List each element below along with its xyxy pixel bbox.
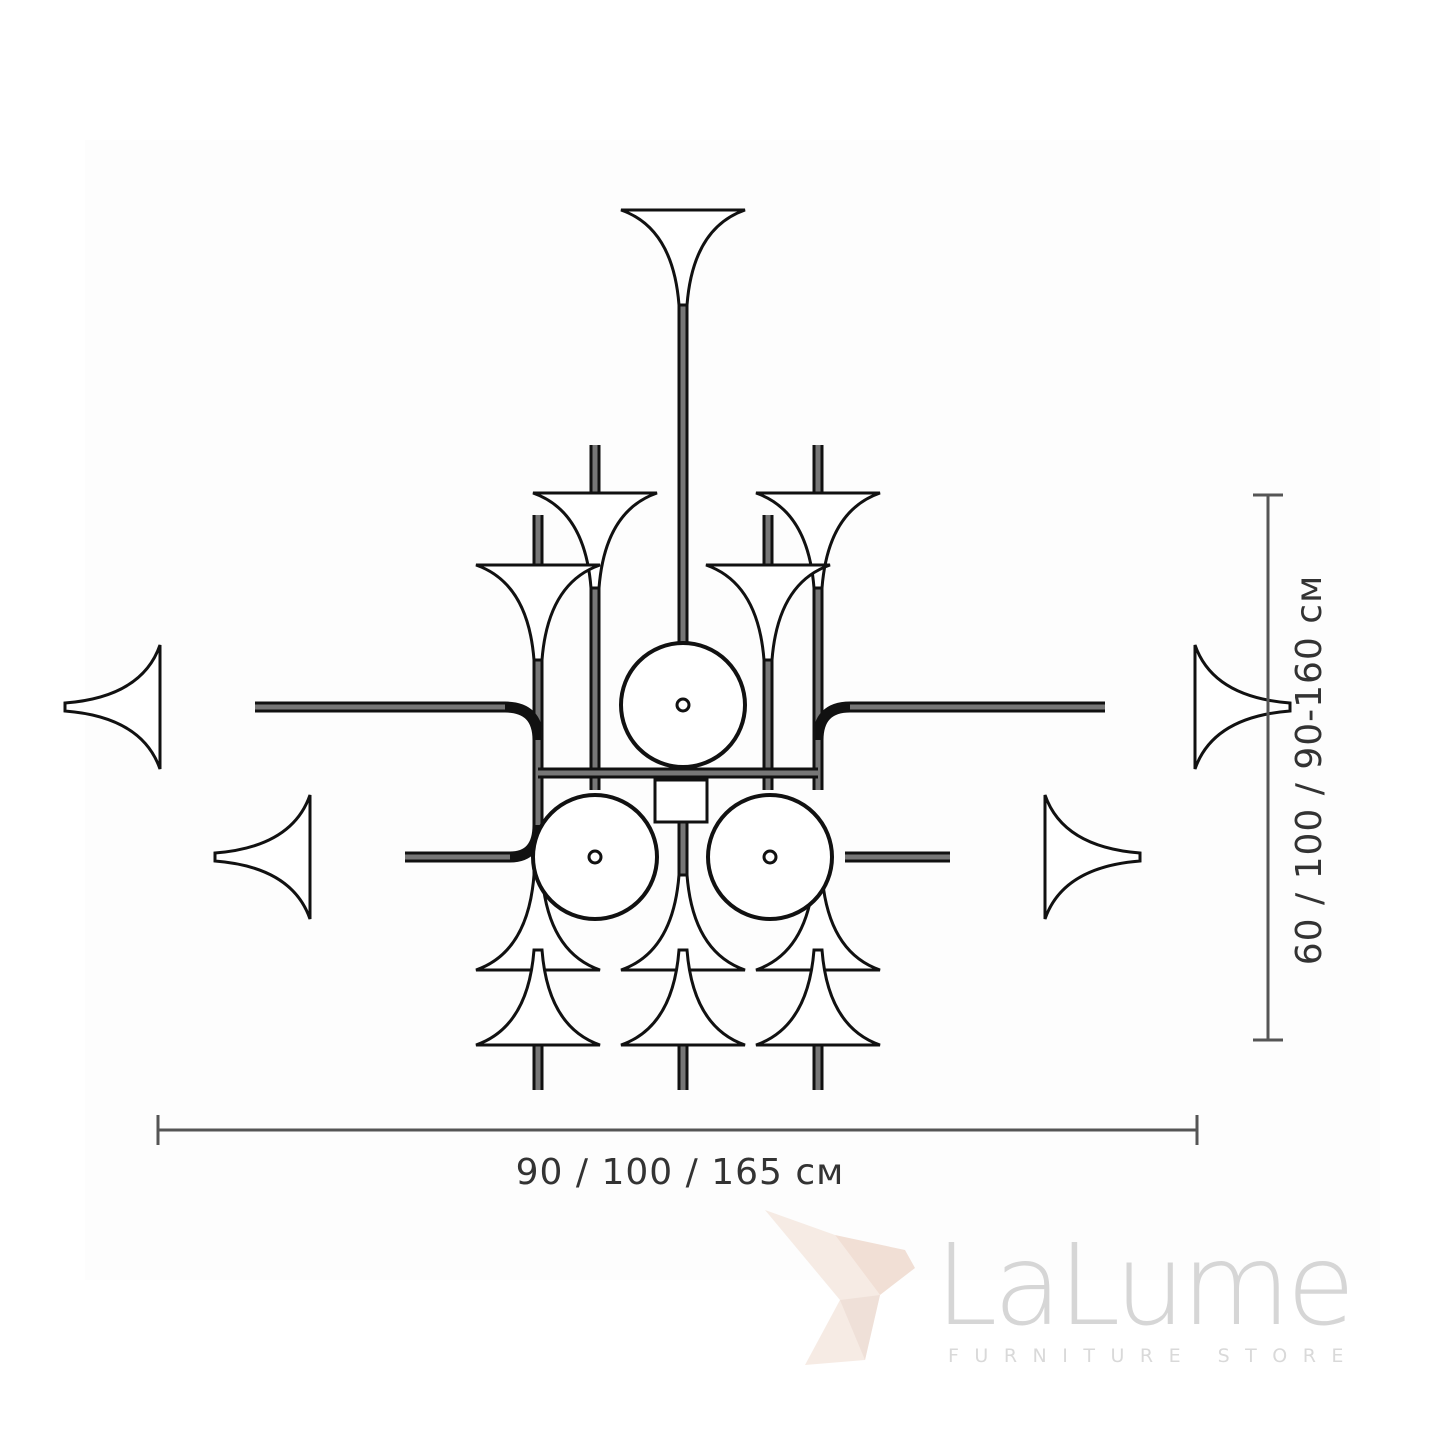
- horn-shade: [475, 563, 601, 662]
- ceiling-canopy-box: [653, 778, 709, 824]
- arm-bend: [504, 701, 544, 741]
- horn-shade: [475, 948, 601, 1047]
- globe-socket-icon: [675, 697, 691, 713]
- logo-bird-icon: [765, 1210, 915, 1365]
- horn-shade: [1043, 794, 1142, 920]
- arm-bend: [812, 701, 851, 741]
- horn-shade: [620, 873, 746, 972]
- horn-shade: [755, 948, 881, 1047]
- horn-shade: [705, 563, 831, 662]
- height-dimension-label: 60 / 100 / 90-160 см: [1289, 574, 1330, 966]
- dimension-lines: [156, 493, 1283, 1145]
- horn-shade: [532, 491, 658, 590]
- width-dimension-label: 90 / 100 / 165 см: [515, 1152, 845, 1193]
- logo-wordmark: LaLume: [935, 1221, 1355, 1351]
- horn-shade: [755, 491, 881, 590]
- logo-tagline: FURNITURE STORE: [948, 1345, 1359, 1367]
- globe-socket-icon: [762, 849, 778, 865]
- horn-shade: [620, 948, 746, 1047]
- horn-shade: [63, 644, 162, 770]
- horn-shade: [620, 208, 746, 307]
- horn-shade: [213, 794, 312, 920]
- horn-shade: [1193, 644, 1292, 770]
- globe-socket-icon: [587, 849, 603, 865]
